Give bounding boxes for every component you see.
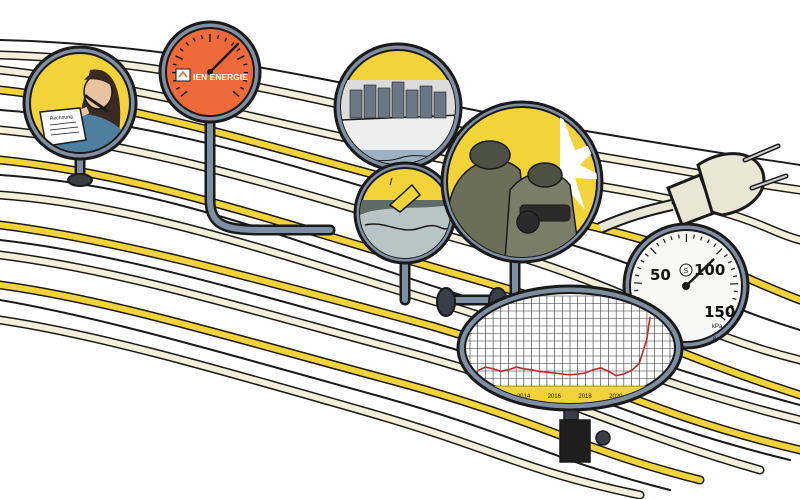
pressure-tick — [718, 314, 726, 321]
bill-text: Rechnung — [50, 114, 73, 122]
pressure-tick — [706, 239, 710, 244]
gauge-tick — [180, 90, 188, 97]
gauge-tick — [242, 79, 248, 82]
chart-point — [646, 338, 648, 340]
chart-point — [592, 369, 594, 371]
chart-x-tick-label: 2016 — [548, 394, 562, 400]
pressure-tick — [650, 247, 657, 255]
chart-x-tick-label: 2018 — [578, 394, 592, 400]
gauge-tick — [224, 37, 228, 42]
pressure-tick — [644, 253, 649, 257]
orange-energy-gauge: IEN ENERGIE — [158, 20, 262, 124]
gauge-label-100: 100 — [694, 261, 725, 279]
gauge-tick — [243, 63, 248, 66]
gauge-small-mark: 8 — [713, 337, 717, 343]
gauge-tick — [200, 34, 204, 40]
gauge-tick — [236, 55, 245, 60]
chart-point — [561, 373, 563, 375]
gauge-tick — [230, 42, 235, 47]
pressure-needle — [684, 258, 715, 288]
house-logo-icon — [175, 68, 191, 82]
soldiers-lens — [440, 100, 604, 264]
chart-point — [492, 368, 494, 370]
gauge-badge: S — [684, 268, 689, 275]
gauge-tick — [185, 42, 190, 47]
chart-point — [515, 366, 517, 368]
chart-point — [477, 369, 479, 372]
pressure-tick — [713, 243, 717, 248]
pressure-tick — [637, 266, 642, 270]
pressure-tick — [732, 297, 737, 300]
chart-point — [569, 374, 571, 376]
pressure-tick — [670, 236, 673, 241]
chart-point — [577, 373, 579, 375]
pressure-tick — [635, 274, 640, 277]
chart-point — [607, 370, 610, 372]
pressure-tick — [656, 242, 660, 247]
gauge-tick — [239, 86, 245, 90]
chart-point — [507, 369, 510, 371]
pressure-tick — [693, 234, 695, 239]
pressure-tick — [640, 259, 645, 263]
chart-point — [615, 375, 617, 377]
chart-x-tick-label: 2014 — [517, 394, 531, 400]
gauge-tick — [175, 86, 181, 90]
chart-series-line — [477, 317, 651, 377]
container-ship-lens — [333, 42, 463, 172]
gauge-label-50: 50 — [650, 266, 671, 284]
gauge-tick — [172, 63, 177, 66]
chart-x-tick-label: 2020 — [609, 394, 623, 400]
pressure-tick — [726, 311, 731, 315]
gauge-needle — [208, 42, 240, 74]
power-plug-icon — [597, 143, 789, 234]
pressure-tick — [723, 254, 728, 258]
chart-point — [584, 372, 586, 374]
pressure-tick — [727, 260, 732, 264]
chart-point — [546, 371, 548, 373]
pressure-tick — [729, 304, 734, 308]
chart-point — [523, 368, 525, 370]
gauge-tick — [179, 48, 184, 52]
pressure-tick — [677, 234, 680, 239]
gauge-tick — [216, 34, 220, 40]
chart-point — [623, 373, 625, 375]
chart-point — [630, 369, 633, 372]
chart-point — [638, 363, 640, 365]
stand-knob-icon — [595, 430, 611, 446]
gauge-tick — [232, 90, 240, 97]
pressure-tick — [732, 275, 738, 278]
pressure-tick — [662, 238, 666, 243]
gauge-unit: kPa — [712, 324, 723, 330]
chart-point — [500, 370, 502, 372]
chart-point — [649, 316, 651, 318]
pressure-tick — [700, 236, 703, 241]
oil-spill-lens — [353, 161, 457, 265]
chart-point — [538, 370, 540, 372]
chart-point — [530, 369, 533, 371]
chart-point — [600, 367, 602, 369]
chart-point — [554, 372, 556, 374]
chart-stand — [559, 419, 591, 463]
gauge-tick — [175, 55, 184, 60]
pressure-tick — [716, 248, 723, 255]
gauge-tick — [236, 48, 241, 52]
person-with-bill-lens: Rechnung — [22, 45, 138, 161]
gauge-tick — [192, 37, 196, 42]
gauge-label-150: 150 — [704, 303, 735, 321]
chart-point — [484, 366, 486, 368]
energy-brand-text: IEN ENERGIE — [193, 72, 248, 82]
pressure-tick — [730, 267, 736, 271]
